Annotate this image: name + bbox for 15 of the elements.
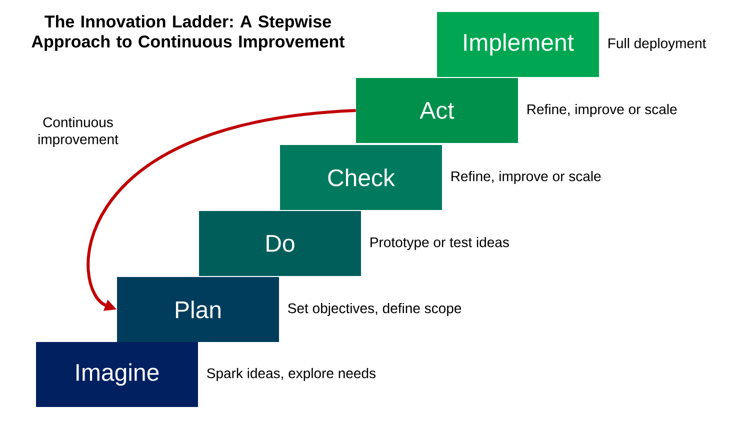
- step-description: Set objectives, define scope: [288, 302, 462, 316]
- step-box: Implement: [437, 12, 599, 77]
- step-box: Imagine: [36, 342, 198, 407]
- step-box: Do: [199, 211, 361, 276]
- arrow: [86, 109, 356, 311]
- title: The Innovation Ladder: A Stepwise Approach to Continuous Improvement: [32, 15, 345, 51]
- edge-label: Continuous improvement: [27, 116, 129, 148]
- step-description: Full deployment: [608, 38, 706, 51]
- step-description: Refine, improve or scale: [452, 170, 601, 184]
- step-description: Spark ideas, explore needs: [207, 368, 376, 381]
- step-description: Refine, improve or scale: [528, 104, 677, 117]
- step-box: Act: [356, 78, 518, 143]
- step-box: Check: [280, 145, 442, 210]
- step-description: Prototype or test ideas: [370, 236, 509, 250]
- step-box: Plan: [117, 277, 279, 342]
